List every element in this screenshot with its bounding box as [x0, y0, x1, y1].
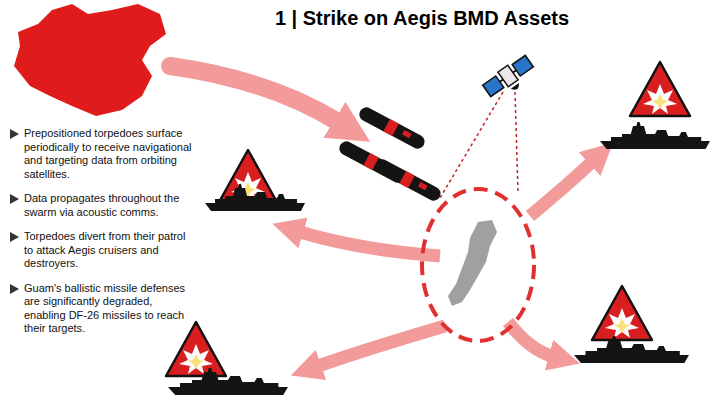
ship-silhouette — [205, 184, 305, 211]
bullet-triangle — [10, 194, 19, 204]
bullet-text: Prepositioned torpedoes surface periodic… — [24, 127, 194, 181]
ship-silhouette — [600, 122, 710, 149]
ship-silhouette — [168, 368, 288, 395]
bullet-triangle — [10, 129, 19, 139]
bullet-item: Prepositioned torpedoes surface periodic… — [8, 127, 194, 181]
diagram-title: 1 | Strike on Aegis BMD Assets — [275, 7, 569, 29]
bullet-item: Torpedoes divert from their patrol to at… — [8, 230, 194, 271]
ship-silhouette — [574, 336, 689, 363]
strike-arrow — [318, 326, 445, 366]
bullet-list: Prepositioned torpedoes surface periodic… — [8, 127, 194, 347]
bullet-text: Torpedoes divert from their patrol to at… — [24, 230, 194, 271]
warning-triangle — [166, 322, 226, 376]
bullet-text: Guam's ballistic missile defenses are si… — [24, 282, 194, 336]
satellite-link — [515, 92, 518, 192]
torpedo — [357, 105, 427, 151]
strike-arrow — [300, 232, 440, 256]
guam-map — [448, 220, 497, 306]
title-holder: 1 | Strike on Aegis BMD Assets — [222, 7, 622, 30]
china-map — [14, 4, 166, 116]
warning-triangle — [630, 62, 690, 116]
warning-triangle — [592, 286, 652, 340]
bullet-text: Data propagates throughout the swarm via… — [24, 192, 194, 219]
satellite-link — [440, 92, 503, 198]
bullet-item: Data propagates throughout the swarm via… — [8, 192, 194, 219]
bullet-triangle — [10, 232, 19, 242]
attack-arrow — [170, 66, 338, 122]
bullet-triangle — [10, 284, 19, 294]
bullet-item: Guam's ballistic missile defenses are si… — [8, 282, 194, 336]
target-zone — [422, 189, 534, 341]
warning-triangle — [218, 150, 278, 204]
strike-arrow — [508, 322, 552, 356]
torpedo — [373, 157, 443, 203]
satellite-icon — [482, 54, 539, 104]
strike-arrow — [530, 162, 592, 216]
